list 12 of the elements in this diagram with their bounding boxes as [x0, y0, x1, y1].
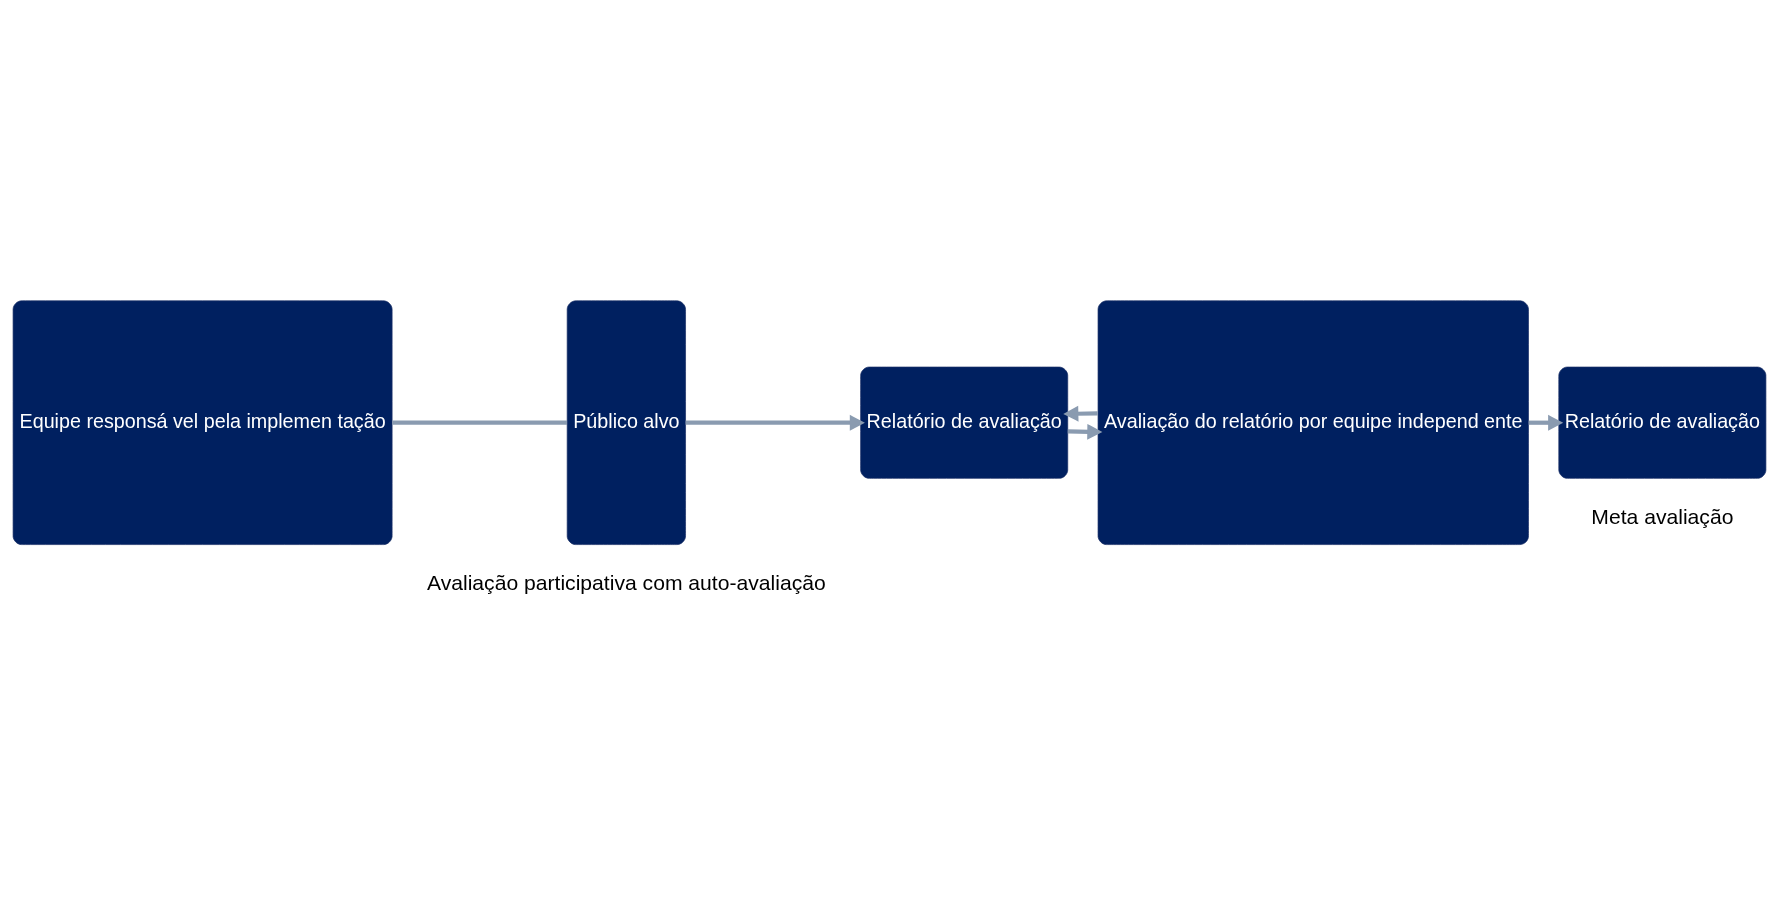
- arrow: [1063, 405, 1098, 422]
- node-box: Relatório de avaliação: [1558, 366, 1767, 479]
- connector: [392, 420, 568, 425]
- arrow: [685, 414, 865, 431]
- label: Avaliação participativa com auto-avaliação: [426, 570, 826, 594]
- arrow: [1067, 423, 1103, 440]
- label: Meta avaliação: [1591, 504, 1734, 528]
- node-box: Equipe responsá vel pela implemen tação: [12, 299, 393, 545]
- node-box: Avaliação do relatório por equipe independ ente: [1097, 299, 1529, 545]
- arrow: [1528, 414, 1564, 431]
- node-box: Público alvo: [566, 299, 686, 545]
- node-box: Relatório de avaliação: [860, 366, 1069, 479]
